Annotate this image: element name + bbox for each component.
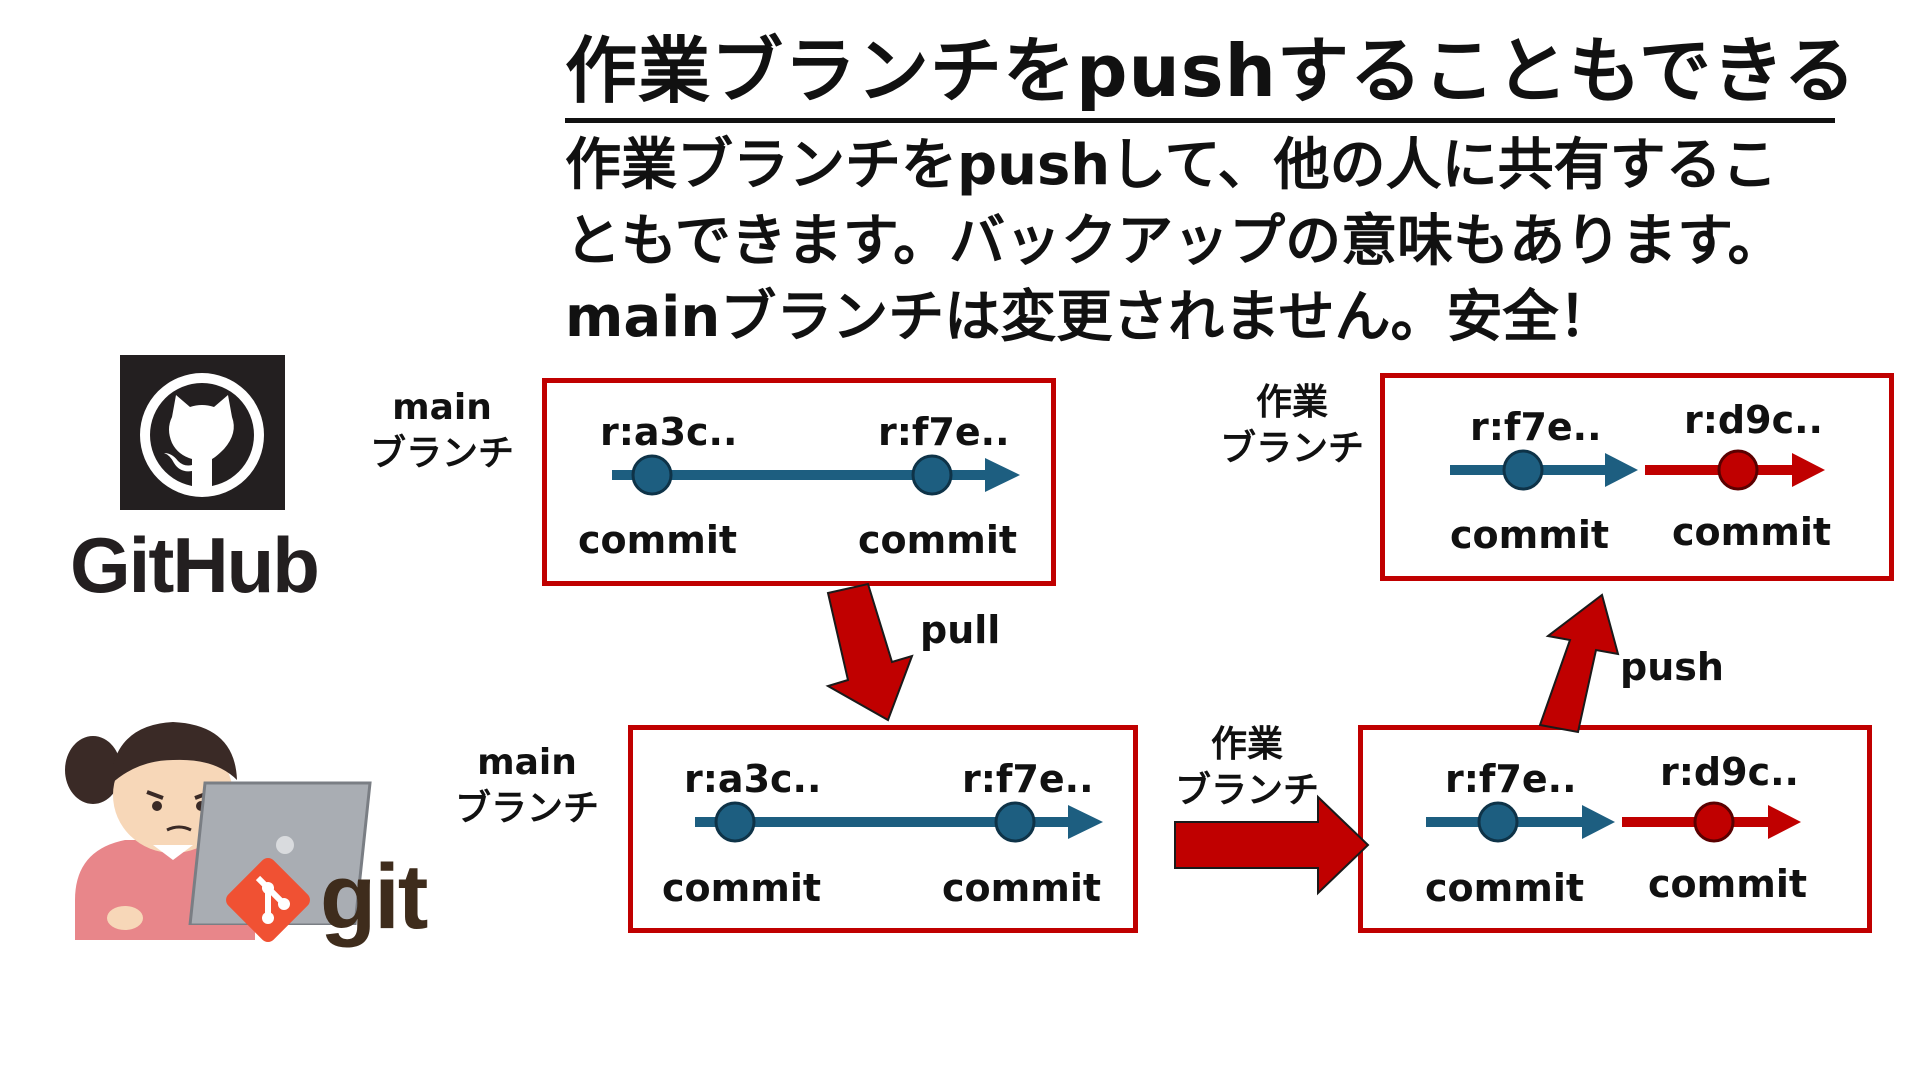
commit-label: commit <box>942 866 1102 910</box>
commit-node <box>1477 801 1519 843</box>
label-main-branch-remote: main ブランチ <box>370 387 515 474</box>
commit-label: commit <box>858 518 1018 562</box>
commit-node <box>714 801 756 843</box>
github-wordmark: GitHub <box>70 521 320 609</box>
commit-node-new <box>1693 801 1735 843</box>
description-line-3: mainブランチは変更されません。安全！ <box>565 285 1615 350</box>
commit-node <box>1502 449 1544 491</box>
local-main-commit-line <box>695 805 1103 839</box>
label-work-branch-local: 作業 ブランチ <box>1175 724 1320 811</box>
commit-label: commit <box>662 866 822 910</box>
commit-label: commit <box>1450 513 1610 557</box>
git-wordmark: git <box>320 846 428 948</box>
description: 作業ブランチをpushして、他の人に共有するこ ともできます。バックアップの意味… <box>565 128 1865 356</box>
commit-ref: r:a3c.. <box>600 410 738 454</box>
create-branch-arrow <box>1174 794 1370 896</box>
pull-label: pull <box>920 608 1001 652</box>
push-arrow <box>1538 593 1620 734</box>
local-main-branch-box <box>628 725 1138 933</box>
commit-node <box>631 454 673 496</box>
label-main-branch-local: main ブランチ <box>455 742 600 829</box>
commit-ref: r:d9c.. <box>1660 750 1799 794</box>
remote-main-branch-box <box>542 378 1056 586</box>
commit-ref: r:f7e.. <box>962 757 1094 801</box>
commit-label: commit <box>1425 866 1585 910</box>
page-title: 作業ブランチをpushすることもできる <box>565 28 1856 123</box>
commit-label: commit <box>578 518 738 562</box>
commit-ref: r:d9c.. <box>1684 398 1823 442</box>
commit-node-new <box>1717 449 1759 491</box>
commit-ref: r:a3c.. <box>684 757 822 801</box>
description-line-2: ともできます。バックアップの意味もあります。 <box>565 209 1784 274</box>
push-label: push <box>1620 645 1724 689</box>
pull-arrow <box>825 582 914 722</box>
commit-ref: r:f7e.. <box>1470 405 1602 449</box>
commit-label: commit <box>1648 862 1808 906</box>
git-logo-icon <box>218 850 318 950</box>
description-line-1: 作業ブランチをpushして、他の人に共有するこ <box>565 133 1778 198</box>
commit-ref: r:f7e.. <box>1445 757 1577 801</box>
commit-label: commit <box>1672 510 1832 554</box>
remote-main-commit-line <box>612 458 1020 492</box>
commit-node <box>911 454 953 496</box>
commit-node <box>994 801 1036 843</box>
github-octocat-icon <box>120 355 285 510</box>
commit-ref: r:f7e.. <box>878 410 1010 454</box>
label-work-branch-remote: 作業 ブランチ <box>1220 382 1365 469</box>
